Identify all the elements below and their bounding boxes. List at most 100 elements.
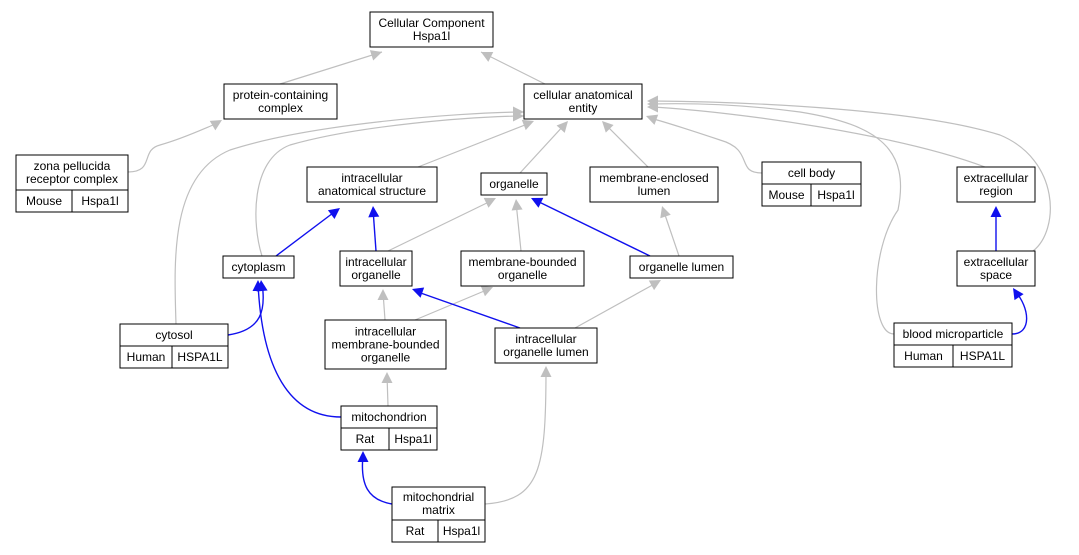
- edge-line: [651, 106, 986, 168]
- gene-label: Hspa1l: [443, 524, 480, 538]
- node-label: membrane-bounded: [331, 338, 439, 352]
- edge-line: [484, 368, 547, 505]
- edge-intracellular-organelle-to-organelle: [387, 197, 496, 252]
- species-label: Rat: [406, 524, 425, 538]
- node-label: entity: [569, 101, 598, 115]
- gene-cell: [171, 345, 229, 369]
- node-label: organelle: [351, 268, 401, 282]
- node-label: space: [980, 268, 1012, 282]
- node-label: zona pellucida: [34, 159, 111, 173]
- node-label: intracellular: [341, 171, 402, 185]
- node-box: [589, 166, 719, 203]
- node-box: [369, 11, 494, 48]
- node-label: protein-containing: [233, 88, 328, 102]
- species-label: Human: [127, 350, 166, 364]
- gene-cell: [71, 189, 129, 213]
- node-cytoplasm[interactable]: cytoplasm: [222, 255, 295, 279]
- edge-cell-body-to-cellular-anatomical-entity: [646, 114, 763, 174]
- arrowhead-icon: [1013, 288, 1024, 301]
- node-label: complex: [258, 101, 303, 115]
- edge-mitochondrial-matrix-to-intracellular-organelle-lumen: [484, 366, 552, 505]
- edge-line: [257, 282, 342, 418]
- node-label: matrix: [422, 503, 455, 517]
- edges-layer: [127, 50, 1051, 505]
- edge-line: [515, 201, 522, 252]
- edge-line: [275, 209, 338, 257]
- edge-blood-microparticle-to-extracellular-space: [1011, 288, 1028, 335]
- node-label: mitochondrial: [403, 490, 474, 504]
- node-box: [324, 319, 447, 370]
- species-label: Mouse: [768, 188, 804, 202]
- node-box: [306, 166, 438, 203]
- node-label: cytosol: [155, 328, 192, 342]
- edge-extracellular-space-to-extracellular-region: [990, 206, 1002, 251]
- node-box: [494, 327, 598, 364]
- arrowhead-icon: [369, 50, 382, 61]
- node-label: region: [979, 184, 1012, 198]
- edge-mitochondrial-matrix-to-mitochondrion: [357, 451, 393, 505]
- edge-cytosol-to-cellular-anatomical-entity: [174, 106, 524, 325]
- node-label: extracellular: [964, 171, 1029, 185]
- edge-intracellular-anatomical-structure-to-cellular-anatomical-entity: [417, 119, 534, 168]
- gene-label: HSPA1L: [960, 349, 1005, 363]
- node-box: [339, 250, 413, 287]
- gene-cell: [437, 519, 486, 543]
- species-label: Rat: [356, 432, 375, 446]
- node-label: organelle lumen: [503, 345, 588, 359]
- node-box: [391, 486, 486, 521]
- edge-intracellular-organelle-lumen-to-organelle-lumen: [574, 280, 661, 329]
- node-organelle-lumen[interactable]: organelle lumen: [629, 255, 734, 279]
- gene-cell: [810, 183, 862, 207]
- node-label: blood microparticle: [903, 327, 1004, 341]
- node-label: membrane-enclosed: [599, 171, 708, 185]
- node-label: organelle lumen: [639, 260, 724, 274]
- node-label: Cellular Component: [378, 16, 485, 30]
- edge-line: [649, 117, 763, 174]
- edge-intracellular-membrane-bounded-organelle-to-intracellular-organelle: [377, 289, 389, 321]
- node-label: receptor complex: [26, 172, 118, 186]
- species-label: Mouse: [26, 194, 62, 208]
- node-label: anatomical structure: [318, 184, 426, 198]
- arrowhead-icon: [381, 372, 393, 383]
- gene-label: Hspa1l: [817, 188, 854, 202]
- edge-line: [417, 122, 531, 168]
- arrowhead-icon: [483, 197, 496, 208]
- arrowhead-icon: [209, 120, 222, 131]
- node-organelle[interactable]: organelle: [480, 172, 548, 196]
- edge-protein-containing-complex-to-root: [279, 50, 383, 85]
- node-label: extracellular: [964, 255, 1029, 269]
- arrowhead-icon: [660, 206, 671, 219]
- edge-line: [174, 111, 521, 325]
- edge-membrane-enclosed-lumen-to-cellular-anatomical-entity: [602, 121, 649, 168]
- species-gene-tag: Rat Hspa1l: [391, 519, 486, 543]
- arrowhead-icon: [602, 121, 614, 133]
- node-label: intracellular: [345, 255, 406, 269]
- edge-organelle-lumen-to-organelle: [531, 197, 651, 257]
- edge-line: [361, 454, 393, 505]
- edge-cellular-anatomical-entity-to-root: [480, 51, 546, 85]
- node-box: [523, 83, 643, 120]
- node-label: organelle: [489, 177, 539, 191]
- arrowhead-icon: [540, 366, 552, 377]
